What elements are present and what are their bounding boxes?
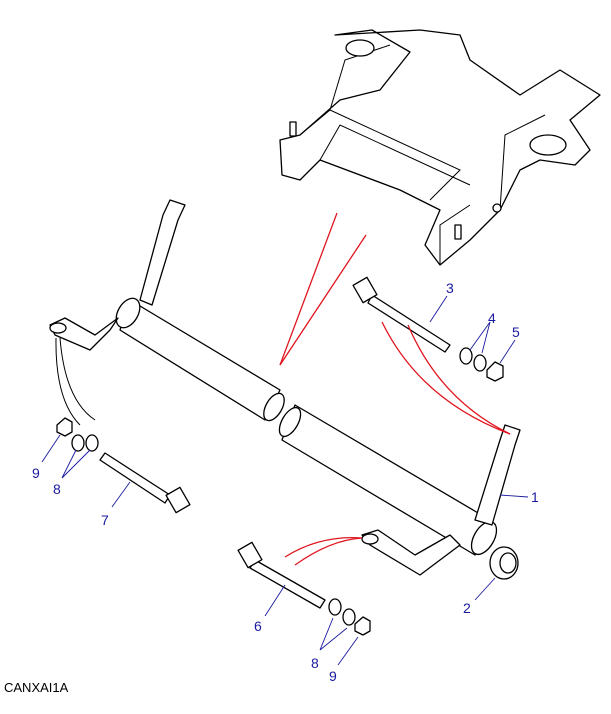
leader-lines [41, 295, 529, 666]
diagram-code: CANXAI1A [4, 680, 69, 695]
bolt-lower [237, 541, 326, 609]
anti-roll-bar [49, 199, 521, 576]
callout-3: 3 [446, 280, 454, 296]
callout-8-left: 8 [53, 481, 61, 497]
callout-5: 5 [512, 324, 520, 340]
bolt-left [99, 452, 191, 514]
bush [489, 546, 519, 580]
washers-nuts [56, 347, 504, 636]
callout-4: 4 [488, 310, 496, 326]
callout-9-left: 9 [32, 465, 40, 481]
callout-8-bottom: 8 [311, 655, 319, 671]
callout-6: 6 [254, 618, 262, 634]
bolt-upper [352, 276, 451, 353]
guide-lines [55, 212, 511, 566]
callout-2: 2 [463, 600, 471, 616]
callout-1: 1 [531, 489, 539, 505]
chassis-frame [279, 29, 601, 266]
callout-7: 7 [101, 512, 109, 528]
callout-9-bottom: 9 [329, 668, 337, 684]
